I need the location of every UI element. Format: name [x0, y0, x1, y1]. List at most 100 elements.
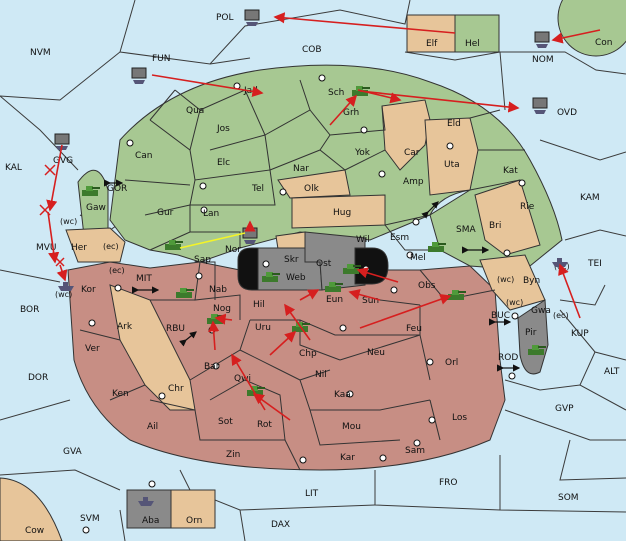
label-sap: Sap — [194, 255, 211, 265]
label-feu: Feu — [406, 324, 422, 334]
label-nab: Nab — [209, 285, 227, 295]
label-wil: Wil — [356, 235, 370, 245]
label-qwi: Qwi — [234, 374, 251, 384]
label-pol: POL — [216, 13, 234, 23]
label-kor: Kor — [81, 285, 96, 295]
fleet-icon — [58, 282, 74, 291]
label-gvg: GVG — [53, 156, 73, 166]
label-chp: Chp — [299, 349, 317, 359]
land-con — [557, 0, 626, 57]
label-elc: Elc — [217, 158, 230, 168]
label-uru: Uru — [255, 323, 271, 333]
label-olk: Olk — [304, 184, 320, 194]
green-territory — [109, 64, 563, 271]
label-gaw: Gaw — [86, 203, 106, 213]
label-ken: Ken — [112, 389, 129, 399]
label-fun: FUN — [152, 54, 171, 64]
label-tel: Tel — [251, 184, 264, 194]
label-pir: Pir — [525, 328, 537, 338]
label-zin: Zin — [226, 450, 240, 460]
label-hel: Hel — [465, 39, 480, 49]
label-sma: SMA — [456, 225, 476, 235]
label-wc-byn: (wc) — [497, 275, 514, 284]
fleet-icon — [131, 67, 147, 84]
supply-centers — [82, 74, 526, 534]
label-wc-her: (wc) — [60, 217, 77, 226]
label-ver: Ver — [85, 344, 100, 354]
label-sot: Sot — [218, 417, 233, 427]
label-rbu: RBU — [166, 324, 185, 334]
land-ost — [304, 231, 366, 291]
label-gur: Gur — [157, 208, 174, 218]
label-sun: Sun — [362, 296, 379, 306]
army-icon — [262, 272, 280, 282]
label-fro: FRO — [439, 478, 458, 488]
label-gva: GVA — [63, 447, 83, 457]
label-wc-gwa: (wc) — [506, 298, 523, 307]
army-icon — [528, 345, 546, 355]
label-byn: Byn — [523, 276, 540, 286]
army-icon — [343, 264, 361, 274]
label-her: Her — [71, 243, 87, 253]
label-qua: Qua — [186, 106, 204, 116]
army-icon — [448, 290, 466, 300]
label-nor: Nor — [225, 245, 241, 255]
label-gwa: Gwa — [531, 306, 551, 316]
order-arrows — [46, 12, 601, 421]
label-kat: Kat — [503, 166, 518, 176]
sea-labels: POL NVM FUN COB NOM OVD KAL GOR KAM SMA … — [5, 13, 620, 530]
label-gor: GOR — [107, 184, 127, 194]
land-hel — [454, 14, 500, 53]
fleet-icon — [242, 227, 258, 244]
label-car: Car — [404, 148, 420, 158]
label-nvm: NVM — [30, 48, 51, 58]
label-nil: Nil — [315, 370, 327, 380]
label-grh: Grh — [343, 108, 359, 118]
label-orl: Orl — [445, 358, 458, 368]
label-cow: Cow — [25, 526, 44, 536]
label-can: Can — [135, 151, 153, 161]
label-nog: Nog — [213, 304, 231, 314]
army-icon — [82, 186, 100, 196]
label-yok: Yok — [354, 148, 371, 158]
label-mvu: MVU — [36, 243, 57, 253]
label-lit: LIT — [305, 489, 319, 499]
label-eld: Eld — [447, 119, 461, 129]
fleets — [54, 9, 568, 506]
red-borders — [79, 261, 496, 471]
army-icon — [176, 288, 194, 298]
land-her — [65, 227, 126, 263]
fleet-icon — [54, 133, 70, 150]
label-nar: Nar — [293, 164, 309, 174]
label-elf: Elf — [426, 39, 438, 49]
label-nom: NOM — [532, 55, 554, 65]
land-uta — [424, 117, 479, 196]
label-web: Web — [286, 273, 306, 283]
red-territory — [67, 261, 506, 471]
label-ost: Ost — [316, 259, 332, 269]
label-skr: Skr — [284, 255, 299, 265]
label-eun: Eun — [326, 295, 343, 305]
label-los: Los — [452, 413, 467, 423]
label-obs: Obs — [418, 281, 436, 291]
label-amp: Amp — [403, 177, 424, 187]
label-ec-kor: (ec) — [109, 266, 125, 275]
label-mel: Mel — [410, 253, 426, 263]
label-ec-gwa: (ec) — [553, 311, 569, 320]
label-tei: TEI — [587, 259, 602, 269]
label-uta: Uta — [444, 160, 460, 170]
label-orn: Orn — [186, 516, 202, 526]
fleet-icon — [244, 9, 260, 26]
label-bar: Bar — [204, 362, 220, 372]
label-wc-kor: (wc) — [55, 290, 72, 299]
label-esm: Esm — [390, 233, 409, 243]
fleet-icon — [534, 31, 550, 48]
failed-order-marks — [39, 164, 65, 267]
label-kal: KAL — [5, 163, 22, 173]
land-orn — [170, 489, 216, 529]
land-bri — [474, 179, 541, 256]
label-sch: Sch — [328, 88, 344, 98]
label-bri: Bri — [489, 221, 501, 231]
label-dax: DAX — [271, 520, 290, 530]
